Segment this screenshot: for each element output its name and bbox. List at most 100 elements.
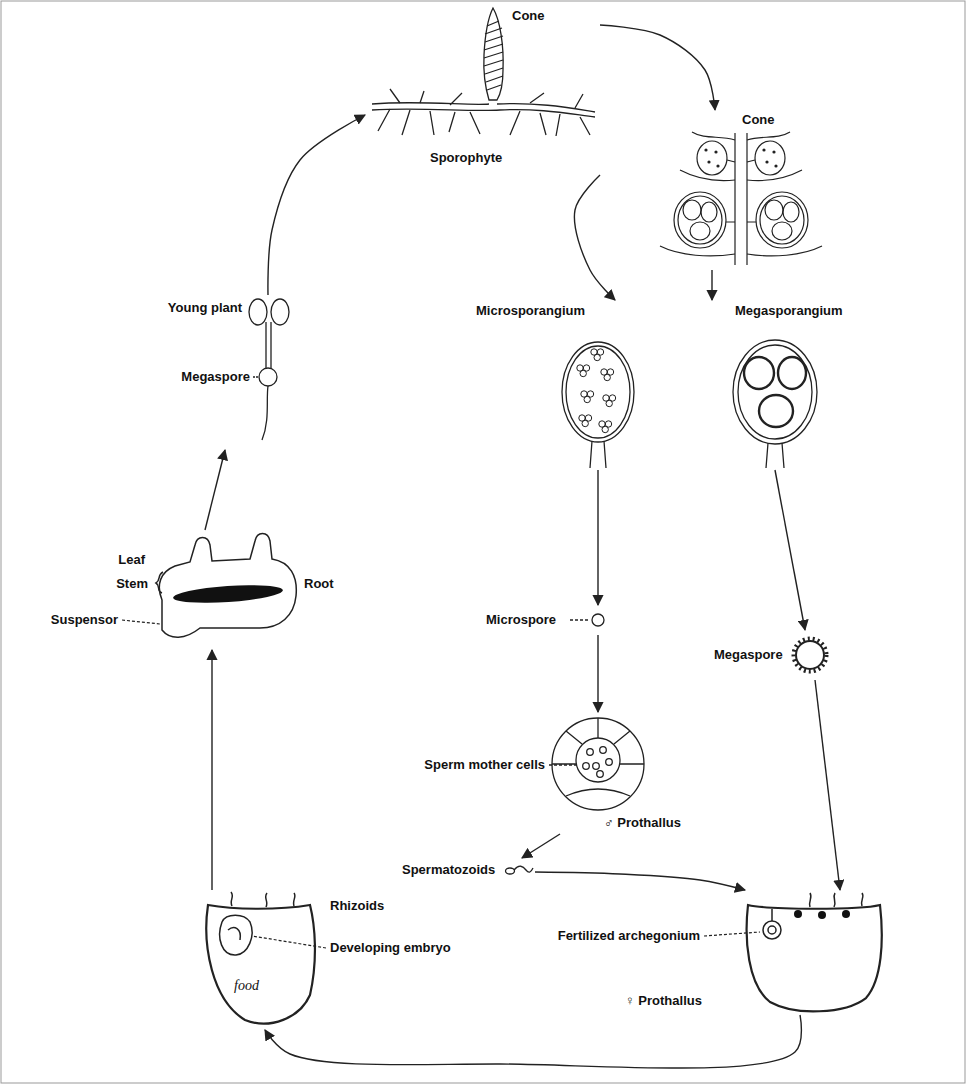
cycle-arrow — [775, 470, 805, 630]
embryo-figure — [156, 572, 163, 593]
cycle-arrow — [597, 635, 598, 712]
microsporangium-figure — [562, 342, 634, 442]
female-prothallus-figure — [810, 893, 863, 907]
stage-group: LeafStemRootSuspensor — [40, 530, 345, 650]
stage-group: Fertilized archegonium♀ Prothallus — [480, 890, 880, 1015]
stage-group: ConeSporophyte — [365, 5, 600, 172]
embryo-in-prothallus-figure — [252, 936, 326, 948]
cone-section-figure — [726, 221, 756, 222]
young-plant-figure — [259, 368, 277, 386]
female-prothallus-figure — [704, 893, 882, 1011]
part-label: food — [234, 978, 259, 994]
part-label: Suspensor — [51, 612, 118, 628]
female-prothallus-figure — [747, 905, 882, 1011]
cone-section-figure — [765, 200, 783, 220]
embryo-figure — [159, 534, 296, 638]
sporophyte-figure — [390, 89, 583, 108]
male-prothallus-figure — [549, 718, 644, 810]
cone-section-figure — [701, 202, 717, 222]
part-label: ♂ Prothallus — [604, 815, 681, 831]
microsporangium-figure — [579, 415, 592, 427]
microspore-figure — [570, 619, 589, 620]
cycle-arrow — [815, 680, 840, 890]
cycle-arrow — [600, 25, 715, 110]
megasporangium-figure — [733, 340, 817, 468]
young-plant-figure — [271, 299, 289, 325]
cone-section-figure — [760, 196, 804, 244]
stage-group: Sperm mother cells ♂ Prothallus — [415, 712, 700, 834]
microsporangium-figure — [603, 395, 616, 407]
cone-section-figure — [772, 222, 792, 240]
cone-section-figure — [690, 222, 710, 240]
young-plant-figure — [249, 299, 289, 440]
part-label: Cone — [512, 8, 545, 24]
cycle-arrow — [265, 1015, 801, 1068]
cycle-arrow — [711, 270, 712, 300]
cycle-arrow — [522, 834, 560, 858]
part-label: Root — [304, 576, 334, 592]
male-prothallus-figure — [566, 789, 630, 796]
young-plant-figure — [262, 386, 268, 440]
part-label: Megaspore — [181, 369, 250, 385]
cycle-arrow — [211, 650, 212, 890]
male-prothallus-figure — [593, 763, 600, 770]
spermatozoid-figure — [514, 866, 533, 872]
cone-section-figure — [660, 132, 822, 265]
stage-group: Cone — [600, 110, 850, 270]
male-prothallus-figure — [576, 738, 620, 782]
part-label: Sperm mother cells — [424, 757, 545, 773]
part-label: Leaf — [118, 552, 145, 568]
part-label: Spermatozoids — [402, 862, 495, 878]
young-plant-figure — [253, 376, 258, 377]
megaspore-figure — [794, 639, 827, 672]
cone-section-figure — [678, 196, 722, 244]
cone-section-figure — [716, 164, 719, 167]
cone-section-figure — [660, 246, 822, 256]
cone-section-figure — [704, 148, 707, 151]
megaspore-figure — [794, 639, 827, 672]
microsporangium-figure — [591, 349, 604, 361]
embryo-figure — [122, 620, 160, 624]
part-label: Rhizoids — [330, 898, 384, 914]
female-prothallus-figure — [771, 909, 773, 921]
part-label: Young plant — [168, 300, 242, 316]
stage-group: Microspore — [480, 605, 610, 635]
young-plant-figure — [266, 322, 271, 368]
male-prothallus-figure — [552, 718, 644, 810]
embryo-figure — [173, 582, 284, 606]
cone-section-figure — [755, 141, 785, 175]
male-prothallus-figure — [606, 759, 613, 766]
spermatozoid-figure — [506, 868, 515, 874]
megasporangium-figure — [738, 345, 812, 439]
young-plant-figure — [249, 299, 267, 325]
megasporangium-figure — [778, 357, 806, 389]
megasporangium-figure — [733, 340, 817, 444]
cone-section-figure — [762, 148, 765, 151]
megasporangium-figure — [759, 395, 793, 427]
cycle-arrow — [574, 175, 615, 300]
sporophyte-figure — [372, 109, 595, 117]
cycle-arrow — [205, 450, 225, 530]
microsporangium-figure — [562, 342, 634, 468]
microsporangium-figure — [577, 365, 590, 377]
male-prothallus-figure — [552, 718, 644, 764]
microspore-figure — [570, 614, 604, 626]
embryo-in-prothallus-figure — [220, 915, 252, 955]
microsporangium-figure — [599, 421, 612, 433]
cycle-arrow — [535, 872, 745, 890]
stage-group: Microsporangium — [470, 300, 640, 470]
microsporangium-figure — [566, 346, 630, 438]
cone-section-figure — [680, 170, 802, 181]
microsporangium-figure — [601, 369, 614, 381]
female-prothallus-figure — [704, 932, 760, 936]
sporophyte-figure — [484, 8, 503, 100]
cone-section-figure — [714, 150, 717, 153]
megaspore-figure — [796, 641, 824, 669]
cone-section-figure — [683, 200, 701, 220]
embryo-in-prothallus-figure — [206, 905, 315, 1024]
part-label: Megaspore — [714, 647, 783, 663]
part-label: Sporophyte — [430, 150, 502, 166]
